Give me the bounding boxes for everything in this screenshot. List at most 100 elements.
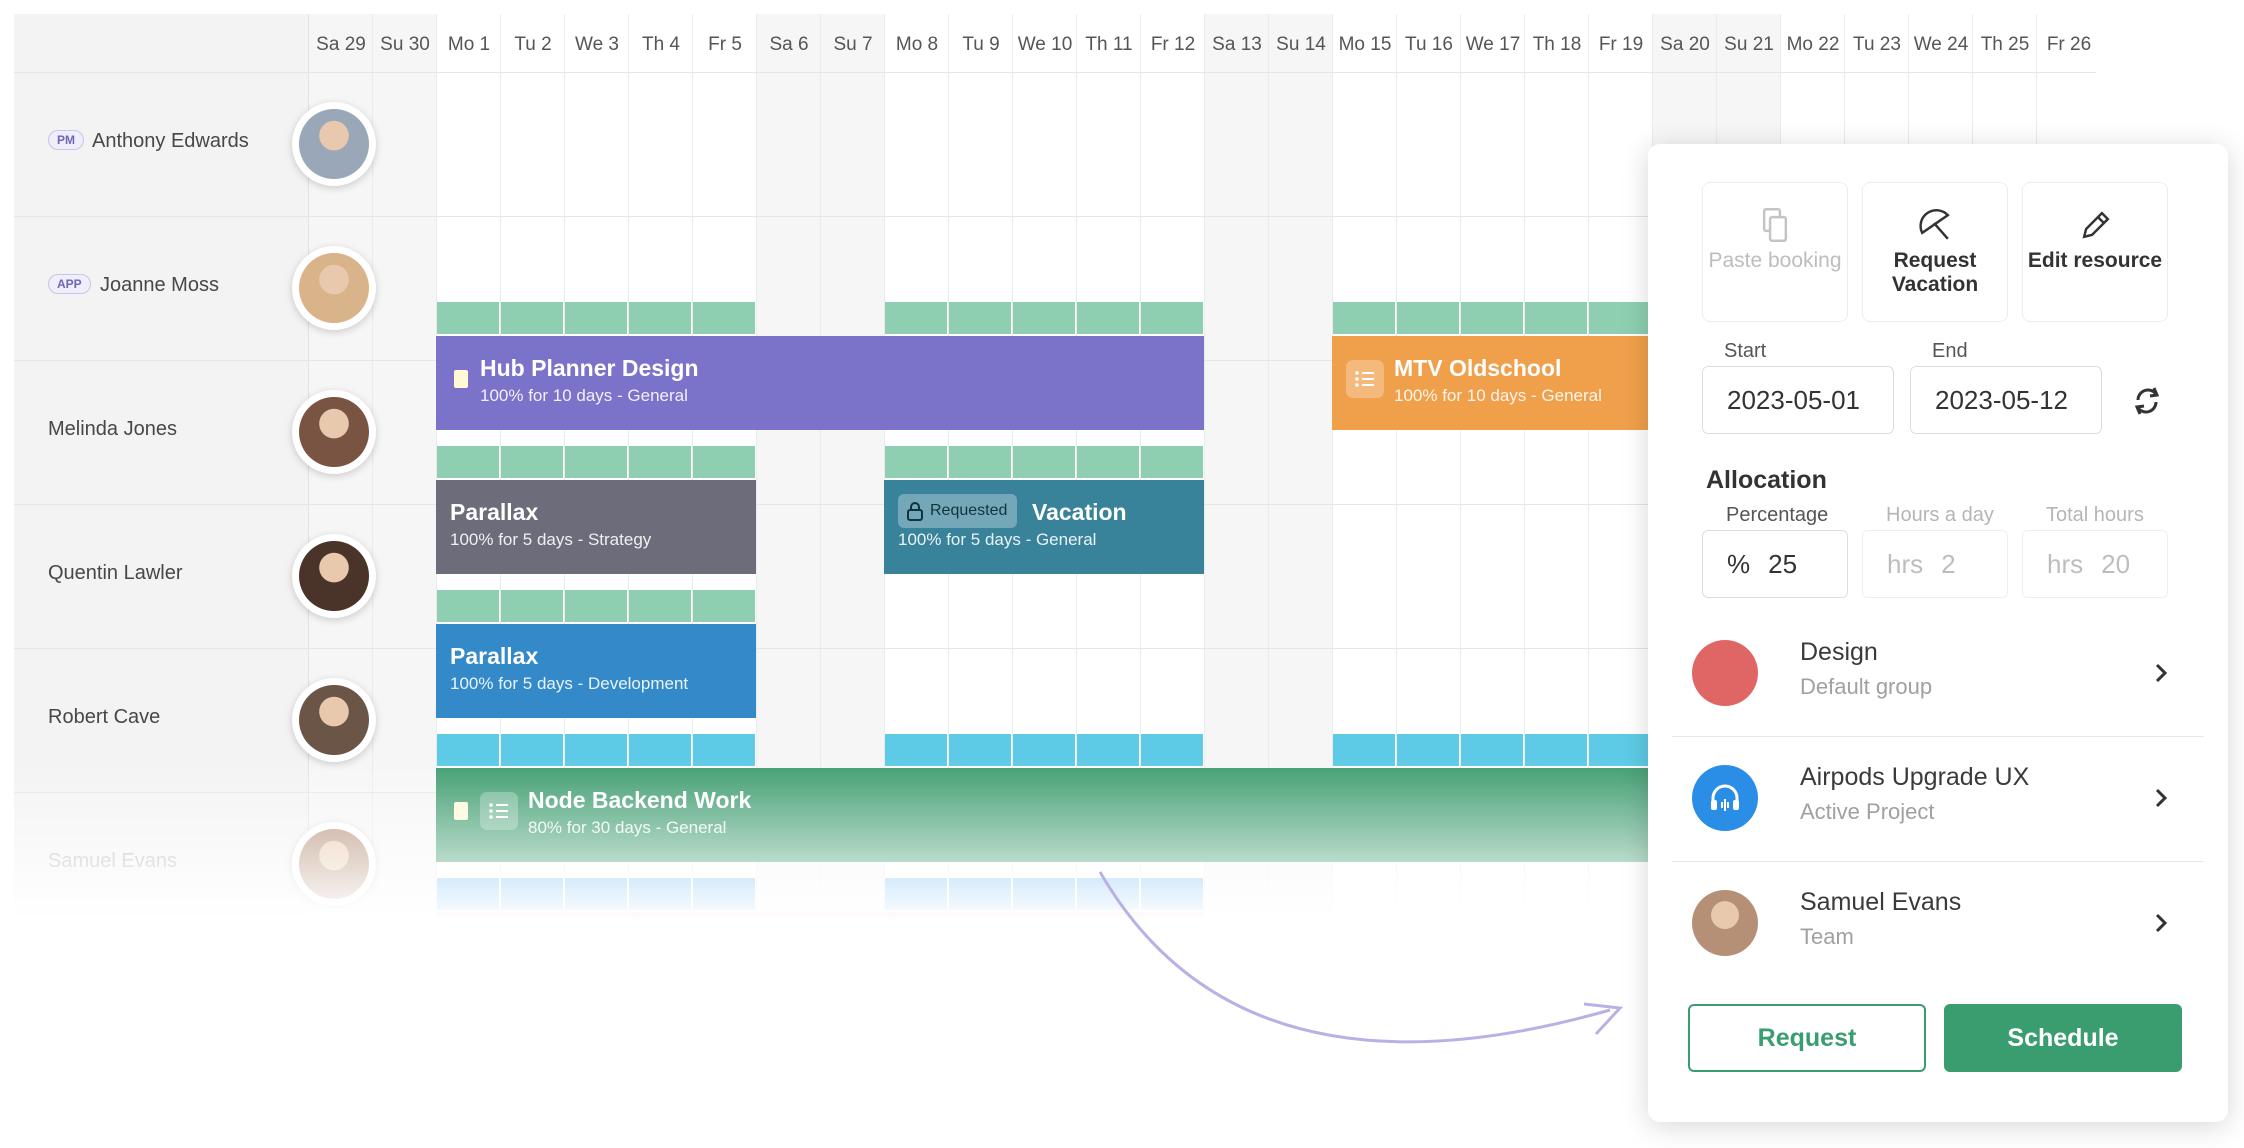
percentage-label: Percentage	[1722, 504, 1833, 527]
start-label: Start	[1720, 340, 1771, 363]
resource-name[interactable]: Robert Cave	[48, 706, 161, 728]
capacity-cell	[949, 446, 1011, 478]
start-date-field[interactable]: 2023-05-01	[1702, 366, 1894, 434]
capacity-cell	[1461, 734, 1523, 766]
capacity-cell	[693, 590, 755, 622]
avatar[interactable]	[292, 390, 376, 474]
day-label: Su 30	[380, 34, 430, 55]
paste-booking-button[interactable]: Paste booking	[1702, 182, 1848, 322]
chevron-right-icon	[2155, 663, 2168, 683]
capacity-cell	[1141, 734, 1203, 766]
capacity-cell	[1077, 302, 1139, 334]
capacity-cell	[1013, 446, 1075, 478]
request-vacation-label: Request Vacation	[1891, 249, 1979, 296]
hours-a-day-prefix: hrs	[1887, 548, 1924, 579]
item-divider	[1672, 736, 2204, 737]
capacity-cell	[629, 734, 691, 766]
booking-bar[interactable]: Parallax 100% for 5 days - Development	[436, 624, 756, 718]
booking-title: Vacation	[1032, 499, 1127, 525]
capacity-cell	[1461, 302, 1523, 334]
resource-name[interactable]: Quentin Lawler	[48, 562, 183, 584]
resource-name[interactable]: Joanne Moss	[100, 274, 219, 296]
day-label: Fr 12	[1150, 34, 1196, 55]
request-button[interactable]: Request	[1688, 1004, 1926, 1072]
booking-subtitle: 100% for 10 days - General	[480, 386, 688, 405]
day-column: Mo 15	[1332, 14, 1396, 944]
avatar[interactable]	[292, 534, 376, 618]
day-column: Fr 19	[1588, 14, 1652, 944]
hours-a-day-field[interactable]: hrs 2	[1862, 530, 2008, 598]
capacity-cell	[949, 878, 1011, 910]
item-title: Design	[1800, 638, 1878, 666]
headphones-icon	[1692, 765, 1758, 831]
booking-title: Airpods Upgrade UX	[450, 931, 675, 944]
percentage-prefix: %	[1727, 548, 1751, 579]
capacity-cell	[1333, 734, 1395, 766]
avatar-photo	[299, 829, 369, 899]
capacity-cell	[629, 590, 691, 622]
edit-resource-button[interactable]: Edit resource	[2022, 182, 2168, 322]
refresh-icon[interactable]	[2130, 384, 2164, 418]
row-divider	[14, 216, 2096, 217]
avatar	[1692, 890, 1758, 956]
capacity-cell	[1077, 734, 1139, 766]
percentage-field[interactable]: % 25	[1702, 530, 1848, 598]
capacity-cell	[949, 734, 1011, 766]
day-column: We 10	[1012, 14, 1076, 944]
avatar[interactable]	[292, 102, 376, 186]
day-label: We 17	[1465, 34, 1521, 55]
edit-resource-label: Edit resource	[2027, 249, 2163, 272]
day-column: Fr 5	[692, 14, 756, 944]
item-subtitle: Active Project	[1800, 799, 1935, 824]
capacity-cell	[1397, 302, 1459, 334]
request-vacation-button[interactable]: Request Vacation	[1862, 182, 2008, 322]
booking-title: Parallax	[450, 643, 539, 669]
avatar-photo	[299, 253, 369, 323]
capacity-cell	[437, 734, 499, 766]
day-label: We 24	[1913, 34, 1969, 55]
resource-name[interactable]: Samuel Evans	[48, 850, 177, 872]
capacity-cell	[1397, 734, 1459, 766]
capacity-cell	[1525, 734, 1587, 766]
capacity-cell	[1013, 734, 1075, 766]
umbrella-icon	[1919, 208, 1950, 240]
capacity-cell	[885, 878, 947, 910]
capacity-cell	[1077, 446, 1139, 478]
capacity-cell	[1589, 302, 1651, 334]
resource-name[interactable]: Anthony Edwards	[92, 130, 249, 152]
booking-subtitle: 100% for 5 days - Strategy	[450, 530, 652, 549]
capacity-cell	[629, 878, 691, 910]
avatar[interactable]	[292, 678, 376, 762]
row-divider	[14, 648, 2096, 649]
avatar-photo	[299, 109, 369, 179]
team-item-samuel-evans[interactable]: Samuel Evans Team	[1672, 862, 2204, 986]
schedule-button[interactable]: Schedule	[1944, 1004, 2182, 1072]
end-date-field[interactable]: 2023-05-12	[1910, 366, 2102, 434]
capacity-cell	[501, 590, 563, 622]
avatar-photo	[299, 541, 369, 611]
group-item-design[interactable]: Design Default group	[1672, 612, 2204, 736]
booking-bar[interactable]: Airpods Upgrade UX25% for 10 days - Desi…	[436, 912, 1204, 944]
booking-subtitle: 100% for 5 days - Development	[450, 674, 689, 693]
hours-a-day-value: 2	[1941, 548, 1956, 579]
day-column: Su 30	[372, 14, 436, 944]
avatar[interactable]	[292, 246, 376, 330]
resource-name[interactable]: Melinda Jones	[48, 418, 177, 440]
percentage-value: 25	[1768, 548, 1798, 579]
day-label: Tu 9	[962, 34, 1000, 55]
end-date-value: 2023-05-12	[1935, 384, 2068, 415]
start-date-value: 2023-05-01	[1727, 384, 1860, 415]
day-label: Th 18	[1532, 34, 1582, 55]
project-item-airpods[interactable]: Airpods Upgrade UX Active Project	[1672, 737, 2204, 861]
avatar[interactable]	[292, 822, 376, 906]
allocation-title: Allocation	[1706, 466, 1827, 494]
total-hours-field[interactable]: hrs 20	[2022, 530, 2168, 598]
document-icon	[454, 370, 468, 388]
day-label: Th 4	[641, 34, 681, 55]
capacity-cell	[693, 878, 755, 910]
day-label: Sa 29	[316, 34, 366, 55]
capacity-cell	[949, 302, 1011, 334]
